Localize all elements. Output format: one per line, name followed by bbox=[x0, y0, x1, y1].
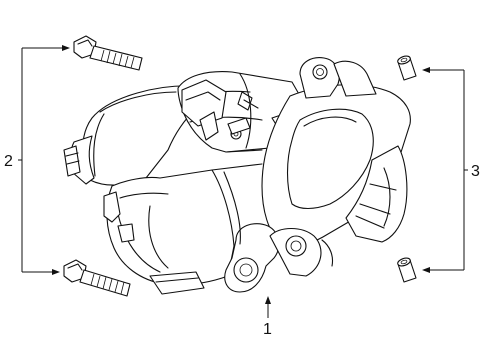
leader-lines bbox=[18, 45, 468, 318]
arrow-head-icon bbox=[422, 67, 430, 73]
callout-3: 3 bbox=[471, 163, 480, 180]
arrow-head-icon bbox=[62, 45, 70, 51]
upper-bolt bbox=[73, 35, 143, 71]
lower-dowel-sleeve bbox=[397, 257, 417, 283]
upper-dowel-sleeve bbox=[397, 55, 417, 81]
callout-1: 1 bbox=[263, 321, 272, 338]
arrow-head-icon bbox=[422, 267, 430, 273]
arrow-head-icon bbox=[52, 269, 60, 275]
callout-2: 2 bbox=[4, 153, 13, 170]
lower-bolt bbox=[63, 259, 131, 297]
arrow-head-icon bbox=[265, 296, 271, 304]
starter-motor-drawing bbox=[63, 57, 411, 295]
